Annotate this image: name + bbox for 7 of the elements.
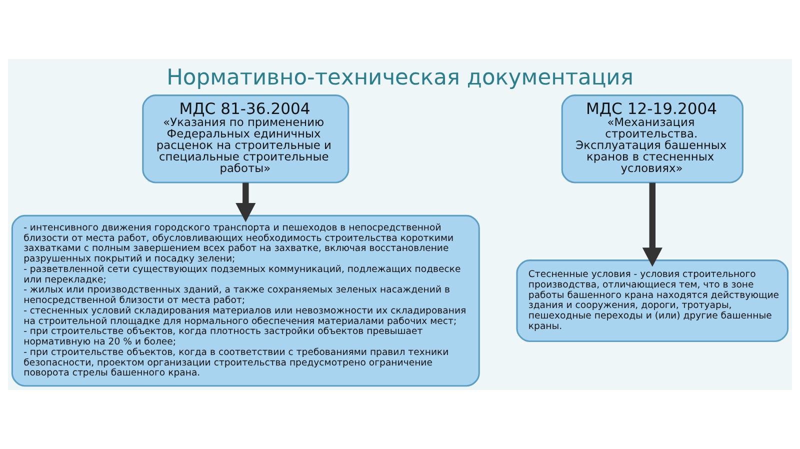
arrow bbox=[642, 182, 662, 267]
node-box: МДС 81-36.2004 «Указания по применению Федеральных единичных расценок на строительные и специальные строительные работы» bbox=[142, 94, 350, 184]
diagram-title: Нормативно-техническая документация bbox=[166, 66, 634, 91]
node-box: - интенсивного движения городского транспорта и пешеходов в непосредственной близости от места работ, обусловливающих необходимость строительства короткими захватками с полным завершением всех работ на захватке, включая восстановление разрушенных покрытий и посадку зелени; - разветвленной сети существующих подземных коммуникаций, подлежащих подвеске или перекладке; - жилых или производственных зданий, а также сохраняемых зеленых насаждений в непосредственной близости от места работ; - стесненных условий складирования материалов или невозможности их складирования на строительной площадке для нормального обеспечения материалами рабочих мест; - при строительстве объектов, когда плотность застройки объектов превышает нормативную на 20 % и более; - при строительстве объектов, когда в соответствии с требованиями правил техники безопасности, проектом организации строительства предусмотрено ограничение поворота стрелы башенного крана. bbox=[11, 214, 480, 387]
node-box: МДС 12-19.2004 «Механизация строительства. Эксплуатация башенных кранов в стесненных условиях» bbox=[561, 94, 744, 184]
node-box: Стесненные условия - условия строительного производства, отличающиеся тем, что в зоне работы башенного крана находятся действующие здания и сооружения, дороги, тротуары, пешеходные переходы и (или) другие башенные краны. bbox=[516, 260, 789, 342]
arrow bbox=[236, 182, 256, 222]
